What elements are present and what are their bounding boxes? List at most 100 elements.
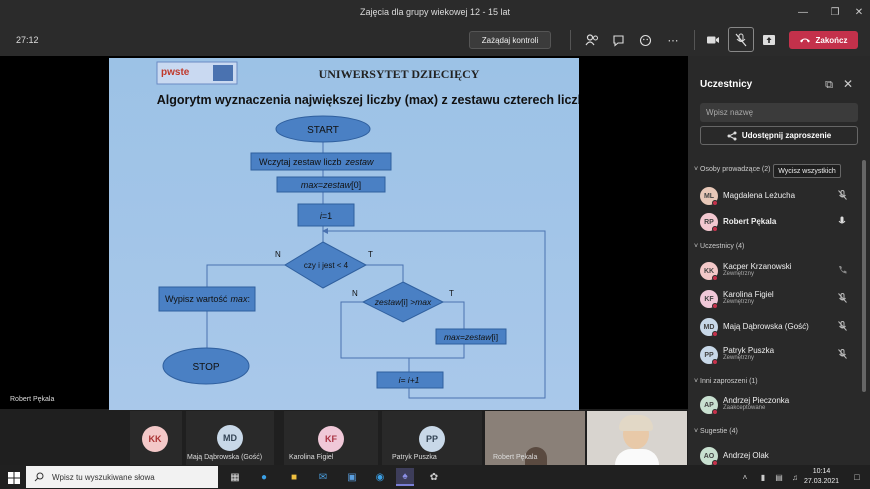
- status-dot: [712, 275, 718, 281]
- invited-section-header[interactable]: ˅ Inni zaproszeni (1): [694, 378, 758, 385]
- file-explorer-icon[interactable]: ■: [290, 471, 298, 483]
- taskbar-search-input[interactable]: Wpisz tu wyszukiwane słowa: [26, 466, 218, 488]
- participant-subtitle: Zewnętrzny: [723, 271, 755, 277]
- participant-tile[interactable]: KK: [130, 411, 182, 465]
- share-screen-icon[interactable]: [760, 31, 778, 49]
- flow-init-max: [276, 176, 386, 193]
- chat-icon[interactable]: [609, 31, 627, 49]
- mail-icon[interactable]: ✉: [318, 471, 328, 483]
- self-video-hair: [619, 415, 653, 431]
- presentation-slide: pwste UNIWERSYTET DZIECIĘCY Algorytm wyz…: [109, 58, 579, 410]
- participant-name[interactable]: Robert Pękala: [723, 217, 777, 226]
- status-dot: [712, 226, 718, 232]
- pop-out-icon[interactable]: ⧉: [825, 78, 833, 91]
- avatar: KK: [142, 426, 168, 452]
- end-call-button[interactable]: Zakończ: [789, 31, 858, 49]
- participant-tile[interactable]: KF Karolina Figiel: [284, 411, 378, 465]
- browser-icon[interactable]: ◉: [375, 471, 385, 483]
- flow-condition-compare: [361, 281, 445, 323]
- mic-icon[interactable]: [838, 216, 846, 228]
- participant-name[interactable]: Karolina Figiel: [723, 290, 774, 299]
- participant-name[interactable]: Andrzej Olak: [723, 451, 769, 460]
- status-dot: [712, 200, 718, 206]
- presenters-section-header[interactable]: ˅ Osoby prowadzące (2): [694, 166, 771, 173]
- self-video-tile[interactable]: [587, 411, 687, 465]
- windows-start-icon[interactable]: [8, 471, 20, 484]
- participant-name[interactable]: Kacper Krzanowski: [723, 262, 792, 271]
- paint-icon[interactable]: ✿: [429, 471, 439, 483]
- participants-icon[interactable]: [583, 31, 601, 49]
- self-video-body: [615, 449, 659, 465]
- participant-subtitle: Zaakceptowane: [723, 405, 766, 411]
- phone-icon[interactable]: [838, 265, 847, 276]
- task-view-icon[interactable]: ▦: [230, 471, 240, 483]
- suggestions-section-header[interactable]: ˅ Sugestie (4): [694, 428, 738, 435]
- maximize-icon[interactable]: ❐: [830, 6, 840, 18]
- avatar: KF: [318, 426, 344, 452]
- teams-icon[interactable]: ♠: [396, 468, 414, 486]
- more-options-icon[interactable]: ⋯: [667, 34, 679, 47]
- flow-stop-label: STOP: [192, 362, 219, 373]
- search-icon: [34, 472, 44, 482]
- attendees-section-header[interactable]: ˅ Uczestnicy (4): [694, 243, 745, 250]
- close-panel-icon[interactable]: ✕: [843, 77, 854, 91]
- flow-label-t2: T: [449, 289, 454, 298]
- title-bar: Zajęcia dla grupy wiekowej 12 - 15 lat: [0, 0, 870, 24]
- flow-increment-label: i= i+1: [399, 375, 420, 385]
- reactions-icon[interactable]: [636, 31, 654, 49]
- minimize-icon[interactable]: —: [798, 6, 808, 18]
- flow-init-i-label: i=1: [320, 211, 332, 221]
- tray-chevron-icon[interactable]: ˄: [742, 472, 748, 482]
- avatar: PP: [419, 426, 445, 452]
- participant-name[interactable]: Mają Dąbrowska (Gość): [723, 322, 809, 331]
- window-title: Zajęcia dla grupy wiekowej 12 - 15 lat: [359, 7, 511, 17]
- status-dot: [712, 409, 718, 415]
- panel-title: Uczestnicy: [700, 79, 753, 90]
- toolbar-divider: [570, 30, 571, 50]
- panel-scrollbar[interactable]: [862, 160, 866, 392]
- participant-tile[interactable]: MD Mają Dąbrowska (Gość): [186, 411, 274, 465]
- volume-icon[interactable]: ♫: [792, 472, 798, 482]
- flow-stop: [162, 347, 250, 385]
- avatar: MD: [217, 425, 243, 451]
- mic-off-icon: [735, 33, 747, 46]
- mic-off-icon[interactable]: [838, 321, 847, 333]
- flow-print-max: [158, 286, 256, 312]
- participant-search-input[interactable]: Wpisz nazwę: [700, 103, 858, 122]
- notifications-icon[interactable]: □: [854, 472, 860, 482]
- participant-name[interactable]: Patryk Puszka: [723, 346, 775, 355]
- camera-icon[interactable]: [704, 31, 722, 49]
- logo-building: [213, 65, 233, 81]
- video-person: [525, 447, 547, 465]
- status-dot: [712, 359, 718, 365]
- flow-start-label: START: [307, 125, 339, 136]
- participant-name[interactable]: Magdalena Leżucha: [723, 191, 796, 200]
- battery-icon[interactable]: ▮: [760, 472, 766, 482]
- participant-tile-name: Karolina Figiel: [289, 454, 334, 461]
- participant-video-tile[interactable]: Robert Pękala: [485, 411, 585, 465]
- hang-up-icon: [800, 38, 811, 43]
- participants-panel: [688, 56, 870, 465]
- flow-init-max-label: max=zestaw[0]: [301, 180, 361, 190]
- participant-name[interactable]: Andrzej Pieczonka: [723, 396, 790, 405]
- share-invite-button[interactable]: Udostępnij zaproszenie: [700, 126, 858, 145]
- mute-microphone-button[interactable]: [728, 27, 754, 52]
- meeting-timer: 27:12: [16, 35, 39, 45]
- close-window-icon[interactable]: ✕: [854, 6, 864, 18]
- edge-icon[interactable]: ●: [260, 471, 268, 483]
- flow-update-max-label: max=zestaw[i]: [444, 332, 498, 342]
- participant-tile[interactable]: PP Patryk Puszka: [382, 411, 482, 465]
- mic-off-icon[interactable]: [838, 293, 847, 305]
- mute-all-button[interactable]: Wycisz wszystkich: [773, 164, 841, 178]
- mic-off-icon[interactable]: [838, 190, 847, 202]
- taskbar-clock[interactable]: 10:14 27.03.2021: [804, 468, 840, 485]
- request-control-button[interactable]: Zażądaj kontroli: [469, 31, 551, 49]
- presenter-name: Robert Pękala: [10, 396, 55, 403]
- store-icon[interactable]: ▣: [347, 471, 357, 483]
- mic-off-icon[interactable]: [838, 349, 847, 361]
- network-icon[interactable]: ▤: [775, 472, 783, 482]
- flow-label-t1: T: [368, 250, 373, 259]
- meeting-toolbar: [0, 24, 870, 56]
